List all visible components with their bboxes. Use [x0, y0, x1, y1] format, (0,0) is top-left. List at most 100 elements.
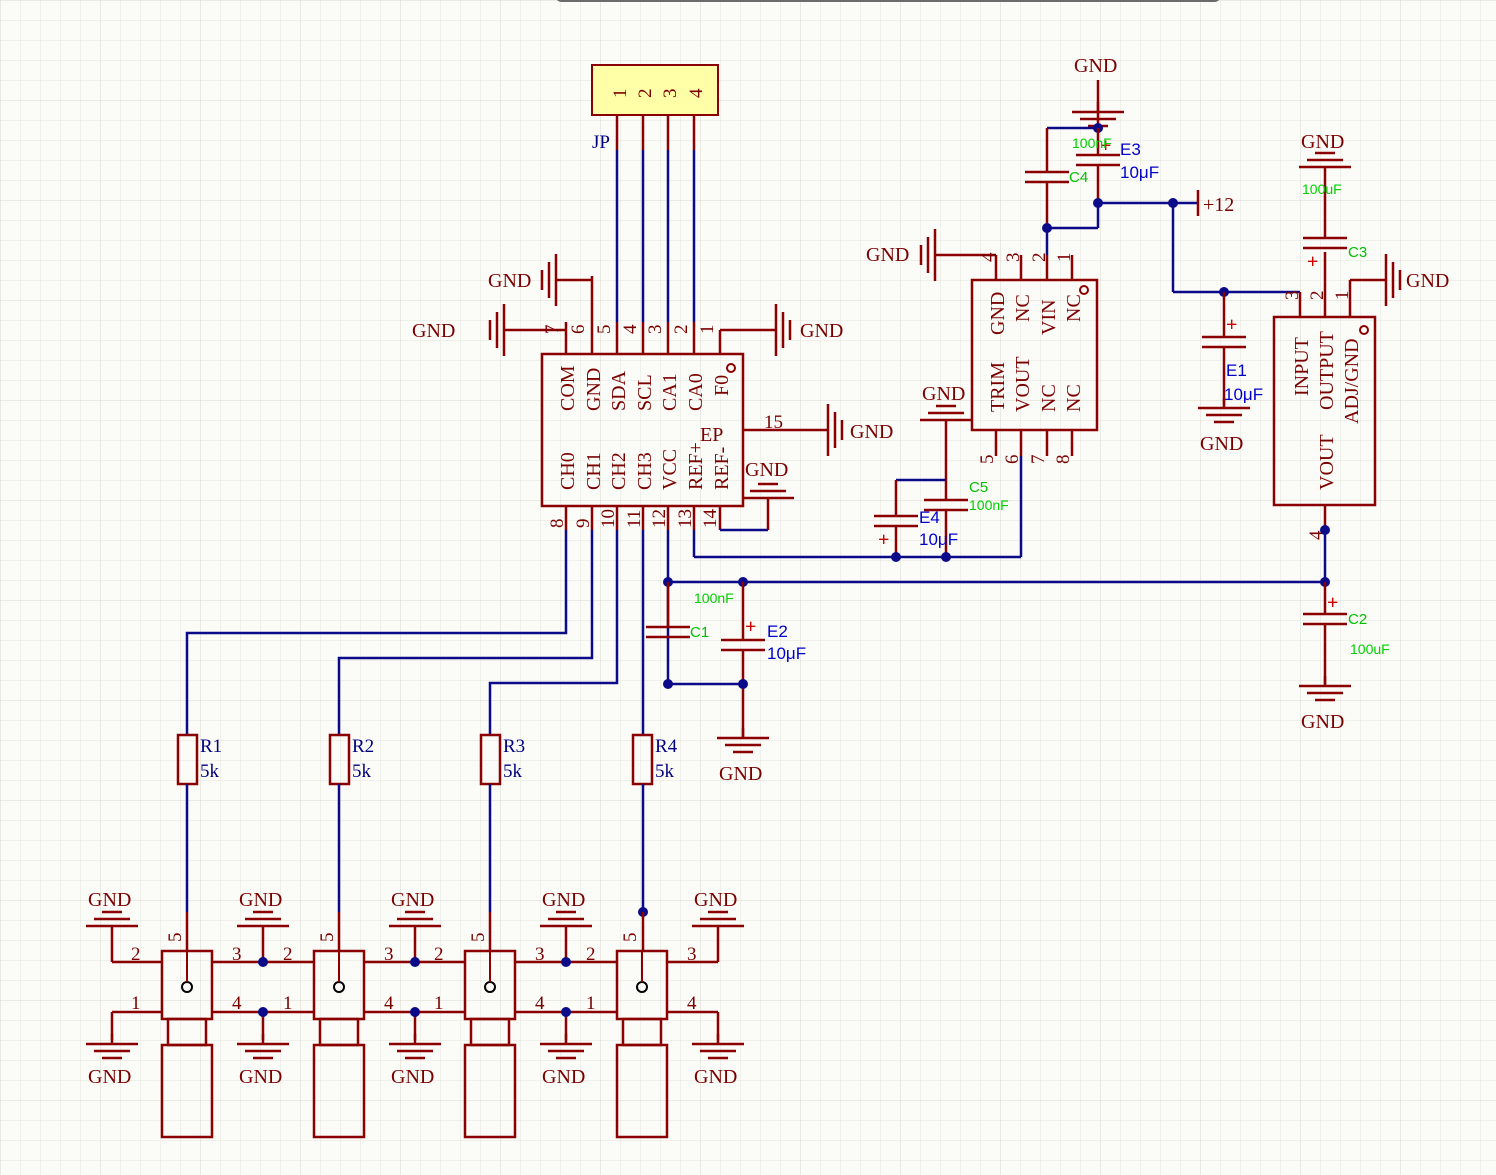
r2-ref: R2 — [352, 736, 374, 757]
adc-pin-5: 5 — [594, 325, 615, 335]
e3-value: 10μF — [1120, 163, 1159, 182]
conn2-pin-1: 1 — [283, 993, 293, 1014]
cap-c3: + 100uF C3 — [1302, 177, 1367, 273]
adc-label-sda: SDA — [608, 370, 630, 411]
jp-pin-2: 2 — [635, 89, 656, 99]
gnd-label-top-1: GND — [88, 889, 131, 911]
connector-2: 5 2 1 3 4 — [263, 912, 415, 1139]
adc-pin-4: 4 — [620, 324, 641, 334]
gnd-label-adc-ep: GND — [850, 421, 893, 443]
c2-value: 100uF — [1350, 641, 1390, 657]
connector-3: 5 2 1 3 4 — [415, 912, 566, 1139]
gnd-label-bot-3: GND — [391, 1066, 434, 1088]
adc-pin-11: 11 — [624, 510, 645, 528]
ref-label-trim: TRIM — [987, 362, 1009, 412]
e2-value: 10μF — [767, 644, 806, 663]
ref-pin-4: 4 — [978, 252, 999, 262]
adc-label-ca0: CA0 — [685, 373, 707, 411]
e3-plus-icon: + — [1100, 135, 1111, 157]
adc-label-ch0: CH0 — [557, 452, 579, 490]
ref-pin-1: 1 — [1054, 253, 1075, 263]
conn4-pin-2: 2 — [586, 944, 596, 965]
cap-c1: 100nF C1 — [646, 582, 734, 641]
c3-plus-icon: + — [1307, 251, 1318, 273]
c1-value: 100nF — [694, 590, 734, 606]
regulator-ic: 3 2 1 INPUT OUTPUT ADJ/GND VOUT 4 — [1272, 252, 1377, 540]
c4-value: 100nF — [1072, 135, 1112, 151]
jp-pin-3: 3 — [660, 89, 681, 99]
connector-1: 5 2 1 3 4 — [112, 912, 263, 1139]
gnd-label-adc-f0: GND — [800, 320, 843, 342]
cap-c4: 100nF C4 — [1025, 128, 1112, 228]
conn4-pin-5: 5 — [620, 933, 641, 943]
ref-pin-2: 2 — [1029, 253, 1050, 263]
ref-ic: 4 3 2 1 GND NC VIN NC TRIM VOUT NC NC 5 … — [945, 252, 1099, 465]
ref-pin-6: 6 — [1002, 455, 1023, 465]
gnd-label-adc-refm: GND — [745, 459, 788, 481]
adc-pin-3: 3 — [645, 325, 666, 335]
ref-pin-7: 7 — [1028, 455, 1049, 465]
r1-value: 5k — [200, 761, 220, 782]
conn1-pin-2: 2 — [131, 944, 141, 965]
cap-e1: + E1 10μF — [1202, 292, 1263, 405]
ref-label-nc2: NC — [1063, 294, 1085, 322]
r3-value: 5k — [503, 761, 523, 782]
ref-label-nc1: NC — [1012, 294, 1034, 322]
conn3-pin-1: 1 — [434, 993, 444, 1014]
adc-pin-13: 13 — [675, 509, 696, 528]
adc-label-com: COM — [557, 365, 579, 411]
reg-label-output: OUTPUT — [1316, 331, 1338, 410]
e4-plus-icon: + — [878, 529, 889, 551]
r1-ref: R1 — [200, 736, 222, 757]
r4-value: 5k — [655, 761, 675, 782]
e1-ref: E1 — [1226, 361, 1247, 380]
e1-plus-icon: + — [1226, 314, 1237, 336]
cap-e4: + E4 10μF — [874, 480, 958, 557]
resistor-r4: R4 5k — [631, 733, 678, 786]
cap-c5: C5 100nF — [924, 430, 1009, 557]
adc-pin-8: 8 — [547, 519, 568, 529]
adc-pin-14: 14 — [700, 509, 721, 529]
adc-pin-15: 15 — [764, 412, 783, 433]
adc-label-vcc: VCC — [659, 449, 681, 490]
conn3-pin-5: 5 — [468, 933, 489, 943]
c2-ref: C2 — [1348, 611, 1367, 628]
adc-label-ch1: CH1 — [583, 452, 605, 490]
cap-e2: + E2 10μF — [721, 582, 806, 738]
r2-value: 5k — [352, 761, 372, 782]
reg-label-adj: ADJ/GND — [1341, 338, 1363, 424]
conn2-pin-3: 3 — [384, 944, 394, 965]
adc-pin-10: 10 — [598, 509, 619, 528]
adc-label-refm: REF- — [711, 447, 733, 490]
ref-label-vin: VIN — [1038, 299, 1060, 335]
conn2-pin-5: 5 — [317, 933, 338, 943]
gnd-label-top-4: GND — [542, 889, 585, 911]
reg-pin-3: 3 — [1282, 291, 1303, 301]
adc-pin-2: 2 — [671, 325, 692, 335]
e2-ref: E2 — [767, 622, 788, 641]
gnd-label-c2: GND — [1301, 711, 1344, 733]
conn4-pin-3: 3 — [687, 944, 697, 965]
c5-ref: C5 — [969, 479, 988, 496]
ref-label-nc3: NC — [1038, 384, 1060, 412]
jp-ref: JP — [592, 132, 610, 153]
c3-ref: C3 — [1348, 244, 1367, 261]
r4-ref: R4 — [655, 736, 678, 757]
gnd-label-bot-4: GND — [542, 1066, 585, 1088]
reg-label-input: INPUT — [1291, 337, 1313, 396]
ref-label-vout: VOUT — [1012, 356, 1034, 412]
r3-ref: R3 — [503, 736, 525, 757]
adc-label-f0: F0 — [711, 375, 733, 396]
e3-ref: E3 — [1120, 140, 1141, 159]
ref-label-gnd: GND — [987, 292, 1009, 335]
reg-pin-2: 2 — [1307, 291, 1328, 301]
conn3-pin-2: 2 — [434, 944, 444, 965]
e4-ref: E4 — [919, 508, 940, 527]
jp-pin-4: 4 — [686, 88, 707, 98]
adc-label-refp: REF+ — [685, 442, 707, 490]
plus12-label: +12 — [1203, 194, 1234, 216]
adc-label-ch2: CH2 — [608, 452, 630, 490]
c5-value: 100nF — [969, 497, 1009, 513]
adc-label-scl: SCL — [634, 374, 656, 411]
